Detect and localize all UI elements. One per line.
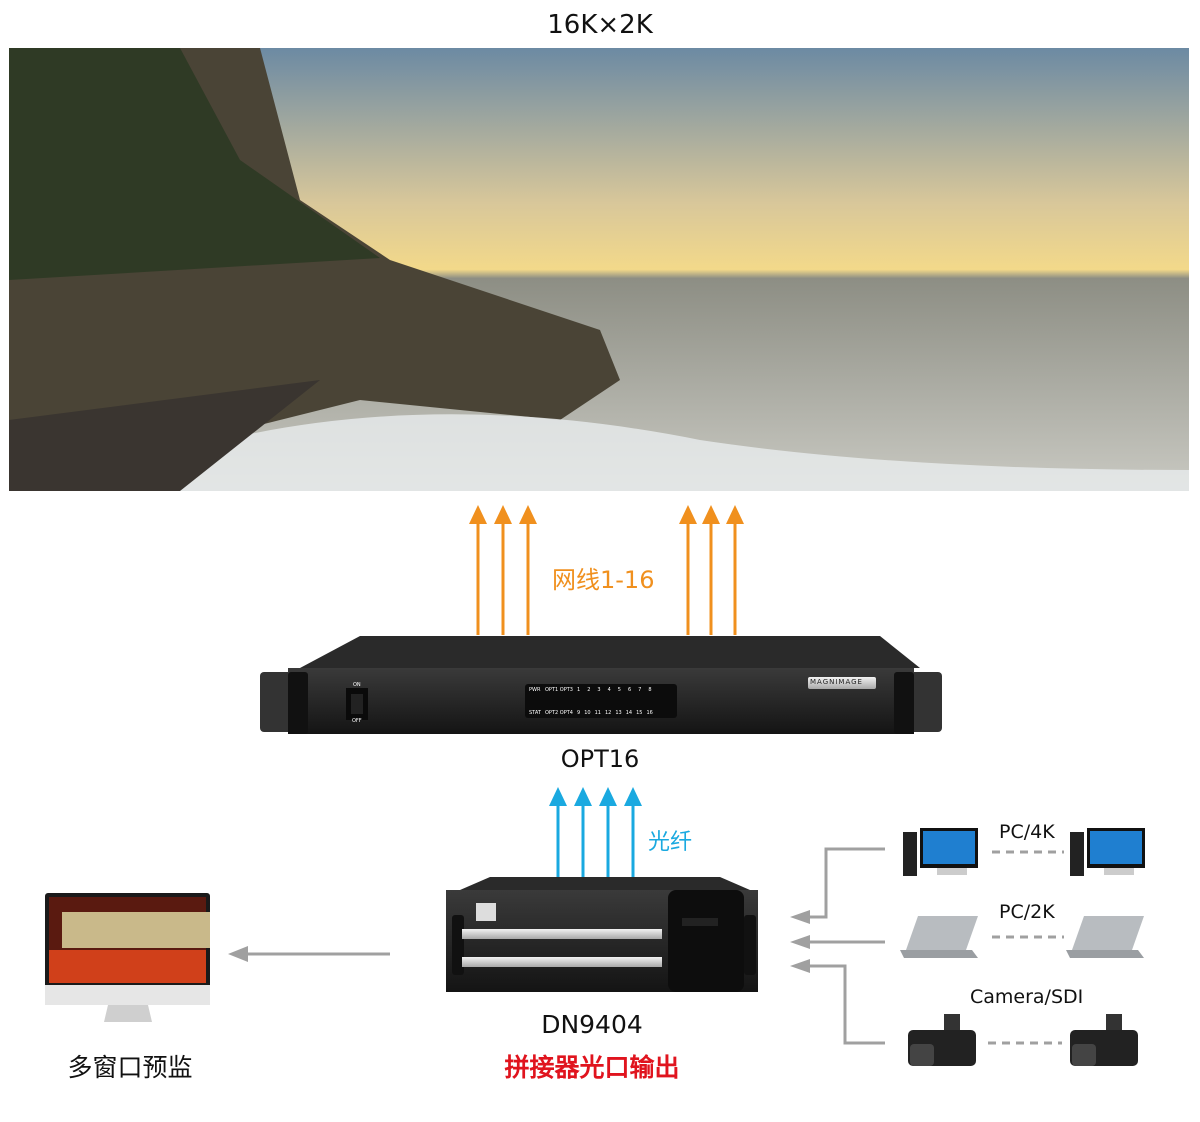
switch-off-label: OFF (352, 718, 362, 724)
switch-on-label: ON (353, 682, 361, 688)
port-label: 12 (604, 710, 612, 716)
laptop-icon (900, 916, 978, 958)
arrow-up-icon (624, 787, 642, 878)
brand-logo: MAGNIMAGE (810, 678, 863, 686)
pc4k-label: PC/4K (999, 821, 1055, 843)
arrow-up-icon (679, 505, 697, 635)
preview-monitor (45, 893, 210, 1022)
dn9404-subtitle: 拼接器光口输出 (504, 1053, 680, 1082)
port-label: 9 (577, 710, 581, 716)
pwr-label: PWR (529, 687, 541, 693)
laptop-icon (1066, 916, 1144, 958)
port-label: 6 (627, 687, 632, 693)
port-label: 2 (587, 687, 591, 693)
arrow-up-icon (574, 787, 592, 878)
port-label: 7 (638, 687, 642, 693)
opt-top-label: OPT1 OPT3 (545, 687, 573, 693)
port-label: 15 (636, 710, 643, 716)
port-label: 10 (584, 710, 591, 716)
desktop-pc-icon (1070, 828, 1145, 876)
screen-resolution-title: 16K×2K (547, 10, 653, 40)
port-label: 13 (615, 710, 622, 716)
dn9404-label: DN9404 (541, 1010, 643, 1039)
arrow-up-icon (702, 505, 720, 635)
port-label: 14 (625, 710, 633, 716)
opt16-label: OPT16 (560, 745, 640, 773)
fiber-label: 光纤 (648, 830, 693, 855)
port-label: 3 (597, 687, 601, 693)
port-label: 4 (607, 687, 611, 693)
led-wall-image (9, 48, 1189, 491)
fiber-arrows (549, 787, 642, 878)
port-label: 11 (594, 710, 601, 716)
network-cable-arrows (469, 505, 744, 635)
arrow-up-icon (469, 505, 487, 635)
desktop-pc-icon (903, 828, 978, 876)
preview-label: 多窗口预监 (67, 1053, 193, 1082)
camera-label: Camera/SDI (970, 986, 1084, 1008)
input-connectors (228, 847, 1064, 1045)
arrow-up-icon (494, 505, 512, 635)
camera-icon (1070, 1014, 1138, 1066)
port-label: 1 (577, 687, 581, 693)
port-label: 5 (617, 687, 621, 693)
opt16-device (260, 636, 942, 734)
arrow-left-icon (228, 946, 390, 962)
camera-icon (908, 1014, 976, 1066)
port-label: 16 (646, 710, 653, 716)
pc2k-label: PC/2K (999, 901, 1055, 923)
opt-bottom-label: OPT2 OPT4 (545, 710, 573, 716)
cable-label: 网线1-16 (552, 566, 655, 594)
stat-label: STAT (529, 710, 541, 716)
arrow-up-icon (599, 787, 617, 878)
dn9404-device (446, 877, 758, 992)
arrow-up-icon (519, 505, 537, 635)
arrow-up-icon (549, 787, 567, 878)
port-label: 8 (648, 687, 652, 693)
arrow-up-icon (726, 505, 744, 635)
